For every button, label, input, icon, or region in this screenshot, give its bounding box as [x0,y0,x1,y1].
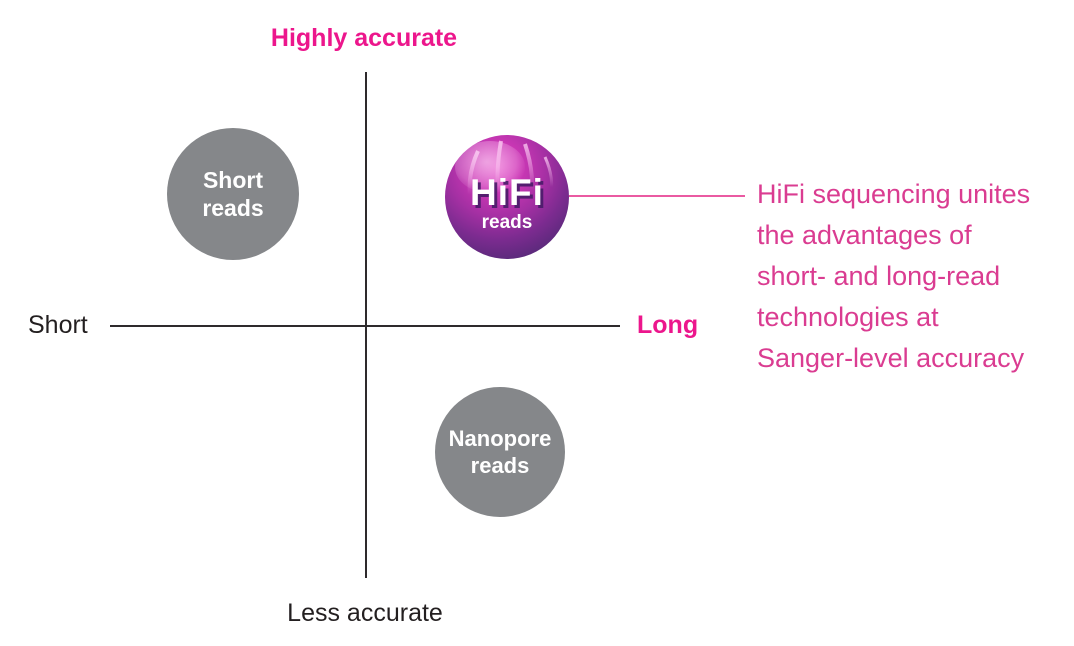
hifi-annotation-text: HiFi sequencing unites the advantages of… [757,179,1031,373]
annotation-connector-line [569,195,745,197]
short-reads-bubble: Short reads [167,128,299,260]
hifi-logo-subtitle: reads [481,212,533,233]
hifi-reads-bubble: HiFi reads [445,135,569,259]
nanopore-reads-bubble: Nanopore reads [435,387,565,517]
axis-label-long: Long [637,311,699,339]
nanopore-reads-label: Nanopore reads [448,426,552,478]
short-reads-label: Short reads [202,167,264,221]
axis-label-short: Short [28,311,88,339]
read-length-axis-line [110,325,620,328]
axis-label-highly-accurate: Highly accurate [270,24,458,52]
axis-label-less-accurate: Less accurate [287,599,443,627]
hifi-logo-title: HiFi [470,172,544,213]
